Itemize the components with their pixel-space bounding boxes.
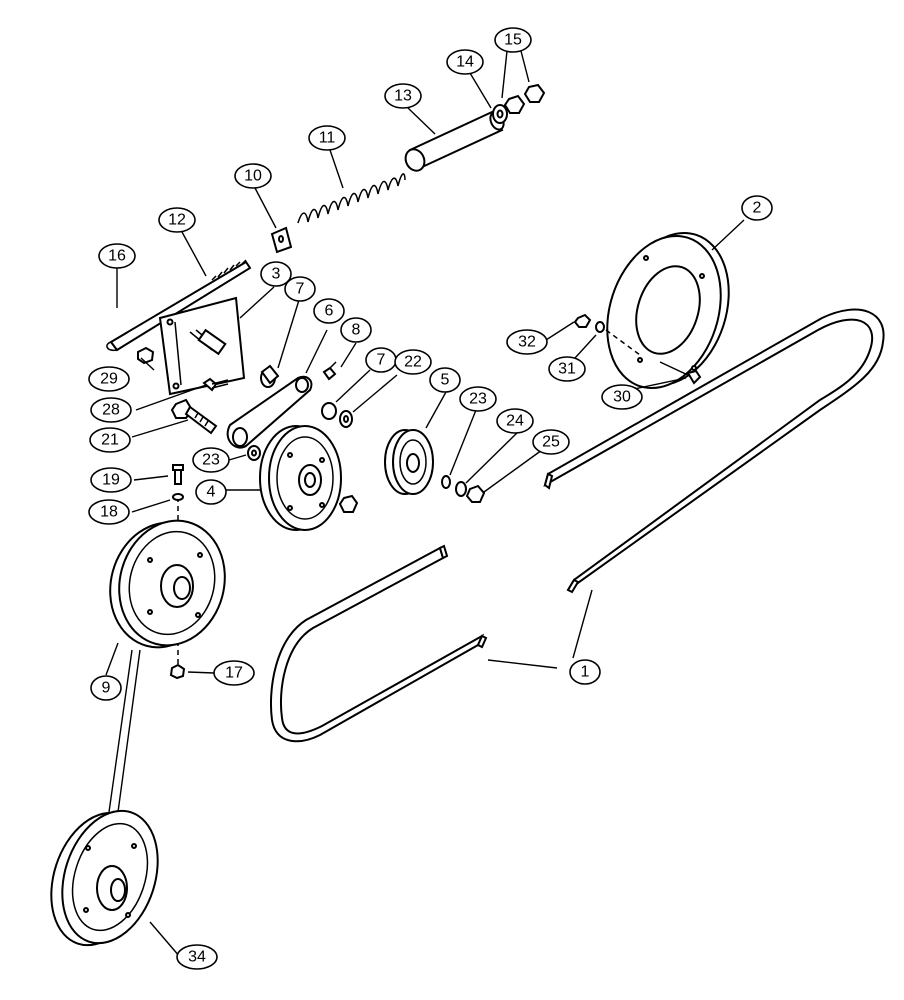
callout-24: 24 — [496, 408, 534, 434]
callout-28: 28 — [90, 397, 132, 423]
svg-text:4: 4 — [207, 484, 216, 501]
callout-31: 31 — [548, 356, 586, 382]
svg-text:21: 21 — [101, 432, 119, 449]
callout-8: 8 — [340, 317, 372, 343]
idler-arm-part — [226, 375, 313, 449]
callout-10: 10 — [234, 163, 272, 189]
svg-text:14: 14 — [456, 54, 474, 71]
svg-text:11: 11 — [319, 130, 336, 147]
callout-30: 30 — [601, 384, 643, 410]
rod-part — [106, 259, 252, 352]
callout-11: 11 — [308, 125, 346, 151]
pulley-34-part — [50, 809, 159, 947]
leader-lines — [105, 50, 745, 958]
callout-16: 16 — [98, 243, 136, 269]
svg-text:7: 7 — [377, 352, 386, 369]
callout-29: 29 — [88, 366, 130, 392]
callout-2: 2 — [741, 195, 773, 221]
grease-fitting-part — [322, 361, 337, 381]
svg-text:25: 25 — [542, 434, 560, 451]
tube-part — [404, 110, 505, 172]
svg-text:15: 15 — [504, 32, 522, 49]
svg-text:19: 19 — [102, 472, 120, 489]
callout-19: 19 — [90, 467, 132, 493]
svg-text:17: 17 — [225, 665, 243, 682]
svg-text:7: 7 — [296, 281, 305, 298]
washers-23-24-25-part — [441, 475, 486, 503]
callout-21: 21 — [89, 427, 131, 453]
svg-text:34: 34 — [188, 949, 206, 966]
callout-7a: 7 — [284, 276, 316, 302]
large-pulley-part — [606, 231, 730, 390]
bolt-28-part — [202, 377, 229, 392]
svg-text:23: 23 — [469, 391, 487, 408]
drive-pulley-part — [109, 519, 226, 649]
callout-6: 6 — [313, 298, 345, 324]
callout-7b: 7 — [365, 347, 397, 373]
washer-18-part — [172, 493, 184, 501]
nuts-part — [503, 83, 546, 114]
svg-text:23: 23 — [202, 452, 220, 469]
svg-text:13: 13 — [394, 88, 412, 105]
callout-17: 17 — [213, 660, 255, 686]
bolt-21-part — [170, 398, 218, 435]
small-pulley-part — [384, 429, 434, 495]
pulley-nut-part — [338, 494, 359, 513]
callout-4: 4 — [195, 479, 227, 505]
washer-22-part — [339, 410, 353, 428]
svg-text:30: 30 — [613, 389, 631, 406]
callout-13: 13 — [384, 83, 422, 109]
callout-1: 1 — [569, 659, 601, 685]
washer-part — [492, 104, 508, 124]
svg-text:16: 16 — [108, 248, 126, 265]
mounting-plate-part — [158, 296, 246, 396]
callout-25: 25 — [532, 429, 570, 455]
svg-text:8: 8 — [352, 322, 361, 339]
callout-3: 3 — [260, 261, 292, 287]
svg-text:29: 29 — [100, 371, 118, 388]
callout-22: 22 — [394, 349, 432, 375]
svg-text:31: 31 — [558, 361, 576, 378]
svg-text:1: 1 — [581, 664, 590, 681]
svg-text:24: 24 — [506, 413, 524, 430]
bracket-part — [270, 226, 293, 254]
nut-29-part — [137, 346, 155, 365]
callout-15: 15 — [494, 27, 532, 53]
svg-text:22: 22 — [404, 354, 422, 371]
callout-34: 34 — [176, 944, 218, 970]
lower-belt-part — [269, 544, 488, 743]
callout-18: 18 — [88, 499, 130, 525]
callout-23b: 23 — [459, 386, 497, 412]
svg-text:32: 32 — [518, 334, 536, 351]
svg-text:12: 12 — [168, 212, 186, 229]
callout-14: 14 — [446, 49, 484, 75]
upper-belt-part — [543, 308, 885, 594]
bushing-part — [260, 364, 337, 420]
svg-text:3: 3 — [272, 266, 281, 283]
callout-23a: 23 — [192, 447, 230, 473]
spring-part — [297, 173, 406, 224]
callout-9: 9 — [90, 675, 122, 701]
callout-5: 5 — [429, 367, 461, 393]
hardware-30-31-32-part — [573, 313, 702, 385]
callout-32: 32 — [506, 329, 548, 355]
callout-12: 12 — [158, 207, 196, 233]
nut-17-part — [169, 663, 186, 680]
svg-text:28: 28 — [102, 402, 120, 419]
svg-text:18: 18 — [100, 504, 118, 521]
svg-text:10: 10 — [244, 168, 262, 185]
idler-pulley-part — [259, 425, 342, 531]
washer-23-left-part — [247, 445, 261, 461]
svg-text:2: 2 — [753, 200, 762, 217]
svg-text:5: 5 — [441, 372, 450, 389]
svg-text:9: 9 — [102, 680, 111, 697]
svg-text:6: 6 — [325, 303, 334, 320]
